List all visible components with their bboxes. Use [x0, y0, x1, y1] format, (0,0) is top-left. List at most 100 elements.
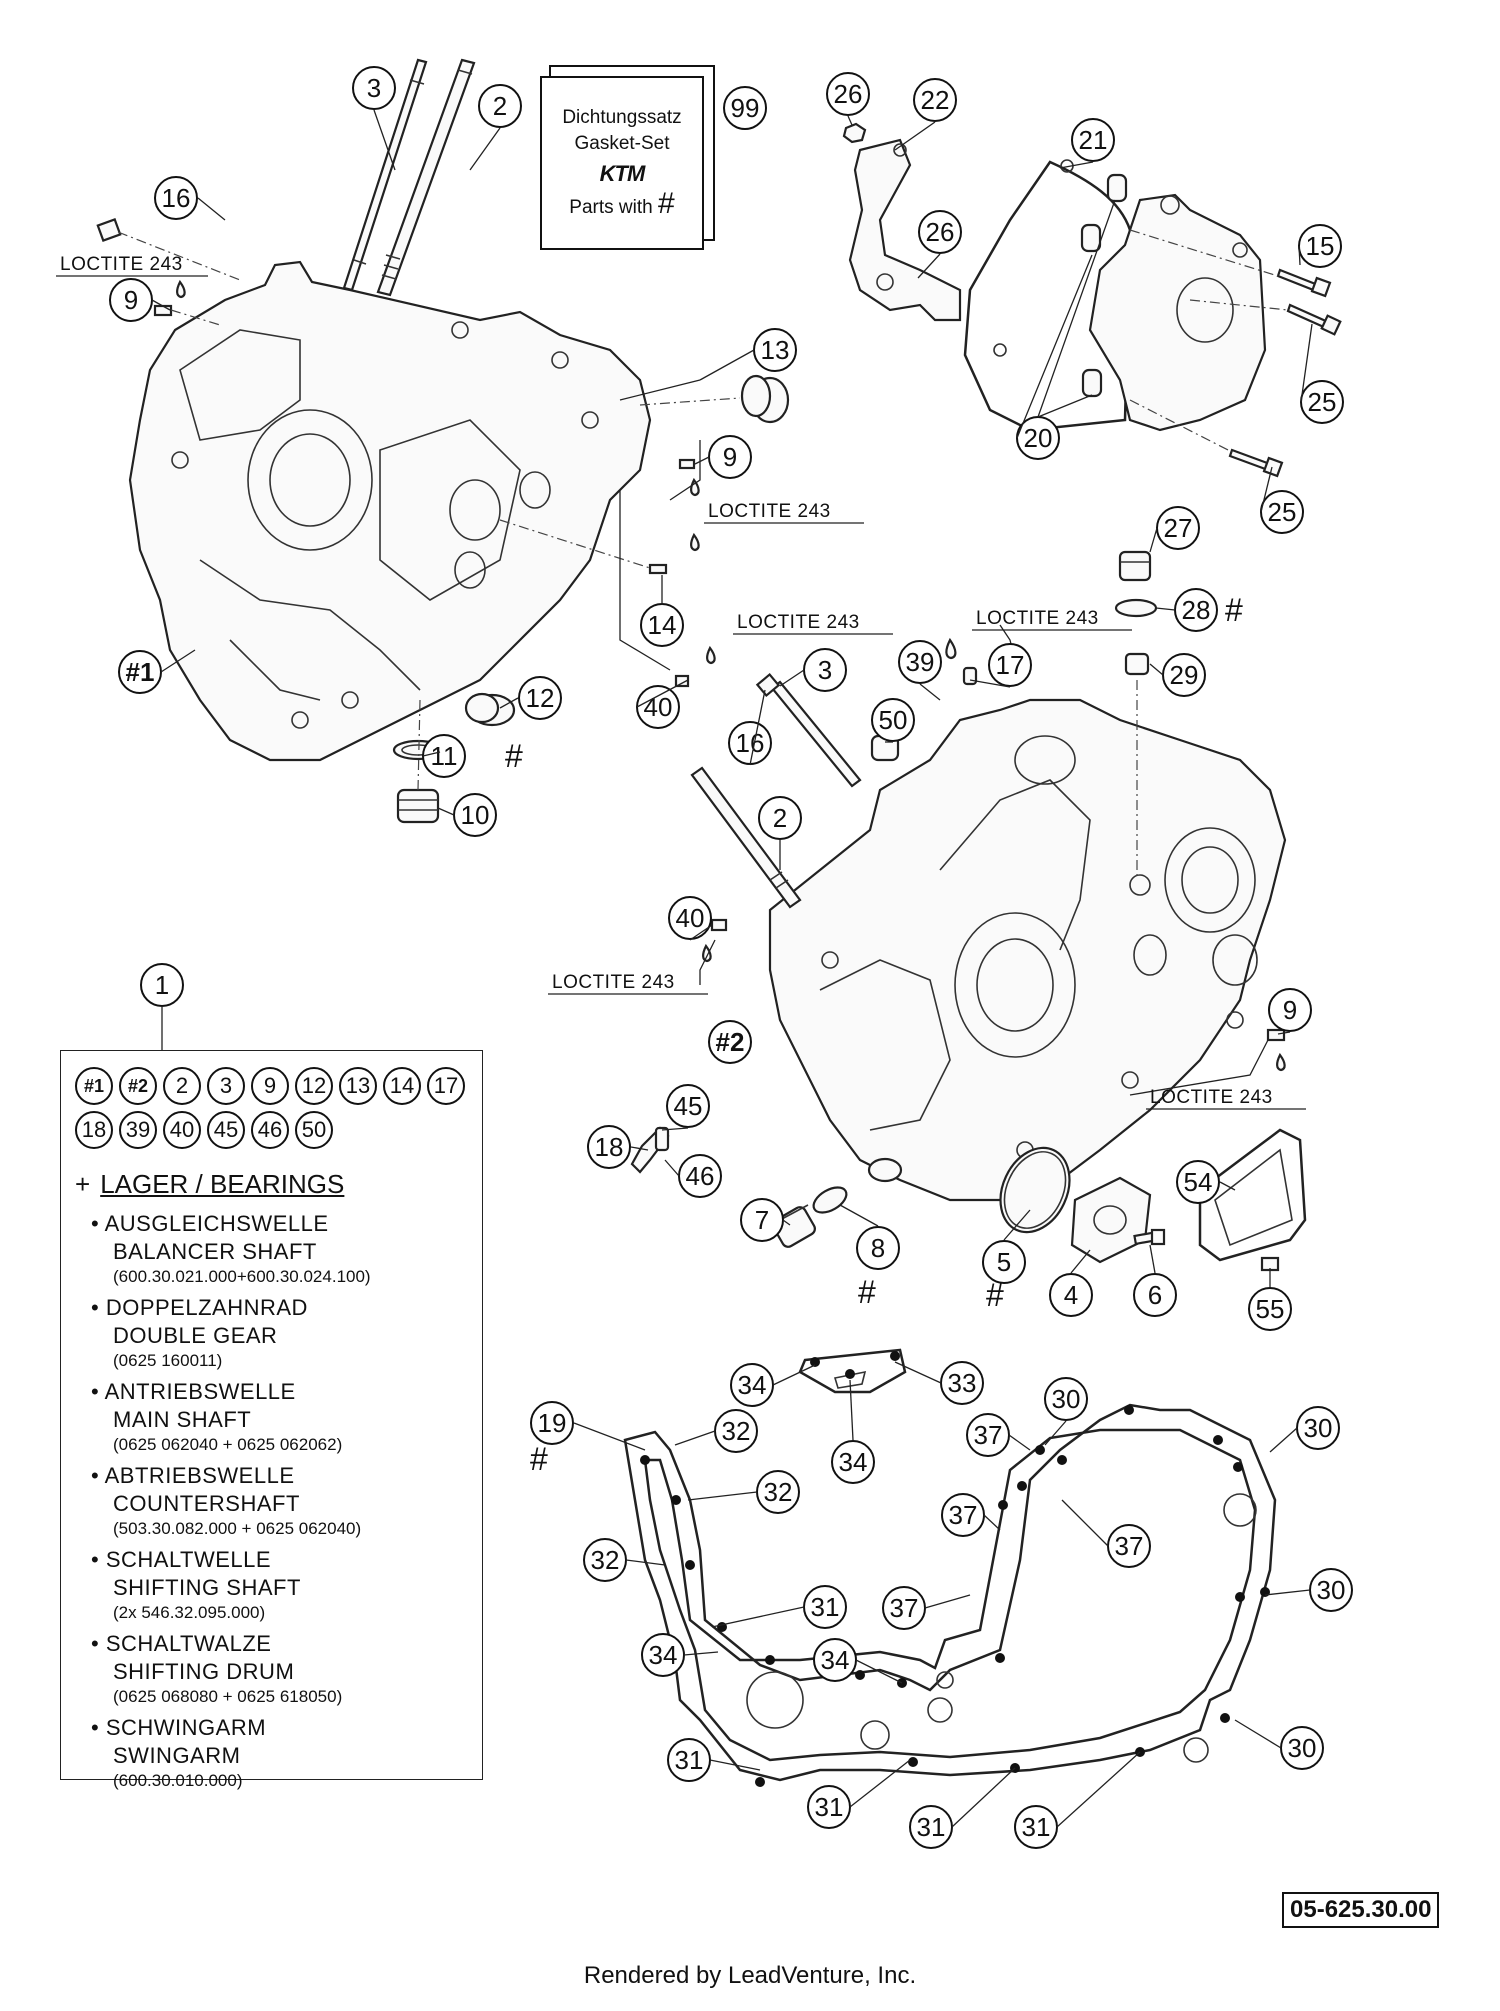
bolt-hole-dot [810, 1357, 820, 1367]
callout-c30a: 30 [1044, 1377, 1088, 1421]
callout-number: 9 [124, 285, 138, 315]
leader-line [1277, 1031, 1291, 1035]
callout-number: 33 [948, 1368, 977, 1398]
legend-part-number: 13 [339, 1067, 377, 1105]
callout-c50: 50 [871, 698, 915, 742]
cover-gasket-54 [1198, 1128, 1307, 1262]
gasket-set-hash: # [658, 187, 675, 220]
callout-circle [723, 86, 767, 130]
legend-part-number: 2 [163, 1067, 201, 1105]
callout-circle [352, 66, 396, 110]
callout-circle [982, 1240, 1026, 1284]
drain-plug-case [867, 1157, 903, 1183]
callout-c3b: 3 [803, 648, 847, 692]
bolt-hole-dot [765, 1655, 775, 1665]
callout-number: 28 [1182, 595, 1211, 625]
callout-number: 32 [764, 1477, 793, 1507]
bearing-part-numbers: (600.30.010.000) [113, 1771, 243, 1790]
bolt-hole-dot [1057, 1455, 1067, 1465]
callout-number: 31 [917, 1812, 946, 1842]
leader-line [847, 115, 853, 126]
callout-c29: 29 [1162, 653, 1206, 697]
callout-number: 1 [155, 970, 169, 1000]
callout-circle [1133, 1273, 1177, 1317]
loctite-243-label: LOCTITE 243 [972, 608, 1132, 631]
callout-circle [1071, 118, 1115, 162]
callout-number: 25 [1268, 497, 1297, 527]
leader-line [687, 1491, 758, 1501]
loctite-243-label: LOCTITE 243 [704, 501, 864, 524]
callout-number: 31 [675, 1745, 704, 1775]
callout-number: 13 [761, 335, 790, 365]
bearing-name-en: BALANCER SHAFT [113, 1239, 317, 1264]
leader-line [699, 349, 755, 381]
leader-line [573, 1422, 646, 1451]
callout-number: 50 [879, 705, 908, 735]
callout-c32b: 32 [756, 1470, 800, 1514]
leader-line [1149, 527, 1158, 553]
loctite-drop [945, 637, 957, 660]
loctite-drop [176, 279, 186, 299]
callout-c33: 33 [940, 1361, 984, 1405]
callout-number: 54 [1184, 1167, 1213, 1197]
callout-number: 16 [736, 728, 765, 758]
leader-line [1298, 245, 1301, 266]
o-ring-5 [999, 1146, 1071, 1234]
gasket-set-title-de: Dichtungssatz [562, 107, 682, 128]
callout-number: 21 [1079, 125, 1108, 155]
leader-line [151, 299, 171, 311]
callout-number: 3 [367, 73, 381, 103]
callout-circle [856, 1226, 900, 1270]
legend-heading-prefix: + [75, 1169, 91, 1199]
callout-number: 9 [723, 442, 737, 472]
leader-line [983, 1514, 1001, 1531]
leader-line [630, 1146, 649, 1151]
leader-line [1044, 1420, 1067, 1446]
leader-line [924, 1594, 971, 1609]
callout-c27: 27 [1156, 506, 1200, 550]
legend-part-number: 18 [75, 1111, 113, 1149]
callout-circle [898, 640, 942, 684]
bearing-item: ABTRIEBSWELLECOUNTERSHAFT(503.30.082.000… [91, 1462, 468, 1540]
callout-circle [913, 78, 957, 122]
leader-line [1056, 1751, 1141, 1828]
callout-c37b: 37 [941, 1493, 985, 1537]
callout-c99: 99 [723, 86, 767, 130]
bolt-hole-dot [995, 1653, 1005, 1663]
leader-line [1264, 1589, 1311, 1596]
callout-number: 2 [773, 803, 787, 833]
callout-c30c: 30 [1309, 1568, 1353, 1612]
plug-16-upper [96, 217, 122, 243]
callout-c32a: 32 [714, 1409, 758, 1453]
leader-line [625, 1559, 666, 1566]
callout-c37c: 37 [1107, 1524, 1151, 1568]
callout-number: 14 [648, 610, 677, 640]
callout-circle [918, 210, 962, 254]
bolt-25a [1286, 303, 1342, 336]
footer-credit: Rendered by LeadVenture, Inc. [583, 1962, 917, 1989]
callout-c13: 13 [753, 328, 797, 372]
leader-line [661, 1127, 689, 1131]
screw-40a [674, 674, 690, 688]
legend-part-number: 3 [207, 1067, 245, 1105]
callout-c32c: 32 [583, 1538, 627, 1582]
callout-c16b: 16 [728, 721, 772, 765]
crankcase-gasket-19 [623, 1348, 1277, 1782]
pin-45 [654, 1126, 670, 1152]
callout-number: 17 [996, 650, 1025, 680]
bolt-hole-dot [890, 1351, 900, 1361]
callout-number: 30 [1288, 1733, 1317, 1763]
legend-part-number: 46 [251, 1111, 289, 1149]
bearing-name-en: DOUBLE GEAR [113, 1323, 278, 1348]
bolt-hole-dot [1017, 1481, 1027, 1491]
bolt-hole-dot [908, 1757, 918, 1767]
stud-lower-2 [690, 766, 802, 909]
callout-c28: 28 [1174, 588, 1218, 632]
screen-29 [1124, 652, 1150, 676]
callout-circle [988, 643, 1032, 687]
